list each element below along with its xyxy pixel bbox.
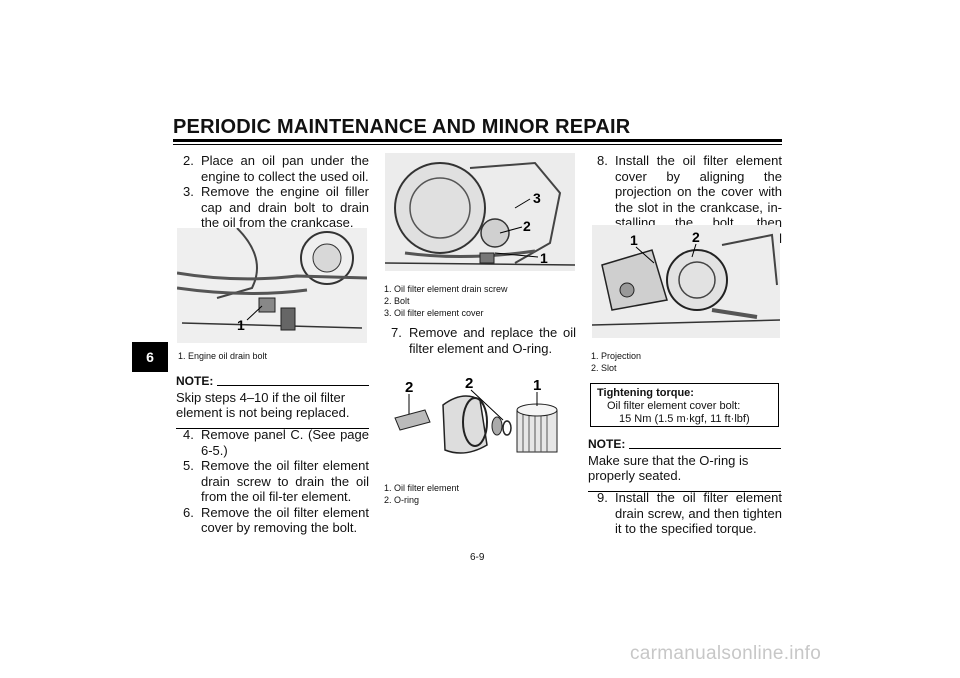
step-item: 7. Remove and replace the oil filter ele… xyxy=(381,325,576,356)
filter-cover-photo: 3 2 1 xyxy=(384,153,576,271)
filter-element-illustration: 2 2 1 xyxy=(394,375,558,454)
callout-1: 1 xyxy=(533,377,541,394)
step-number: 3. xyxy=(183,184,194,199)
callout-1: 1 xyxy=(630,232,638,248)
page-number: 6-9 xyxy=(470,552,485,563)
note-block: NOTE: Make sure that the O-ring is prope… xyxy=(588,437,781,492)
caption-item: 1. Projection xyxy=(591,351,642,361)
cover-projection-photo: 1 2 xyxy=(591,225,781,338)
step-item: 9. Install the oil filter element drain … xyxy=(587,490,782,537)
callout-2b: 2 xyxy=(465,375,473,392)
filter-cover-illustration: 3 2 1 xyxy=(384,153,576,271)
caption-item: 2. Slot xyxy=(591,363,617,373)
note-heading: NOTE: xyxy=(588,437,781,453)
caption-item: 3. Oil filter element cover xyxy=(384,308,484,318)
caption-item: 2. Bolt xyxy=(384,296,410,306)
title-rule xyxy=(173,139,782,142)
column-1-steps: 4. Remove panel C. (See page 6-5.) 5. Re… xyxy=(173,427,369,536)
step-7: 7. Remove and replace the oil filter ele… xyxy=(381,325,576,356)
torque-spec-box: Tightening torque: Oil filter element co… xyxy=(590,383,779,427)
step-text: Remove the oil filter element cover by r… xyxy=(201,504,369,536)
callout-1: 1 xyxy=(237,317,245,333)
step-number: 6. xyxy=(183,504,194,520)
caption-item: 1. Oil filter element xyxy=(384,483,460,493)
figure-caption: 1. Oil filter element 2. O-ring xyxy=(384,482,574,506)
torque-line-2: 15 Nm (1.5 m·kgf, 11 ft·lbf) xyxy=(619,413,750,425)
torque-title: Tightening torque: xyxy=(597,387,694,399)
engine-drain-bolt-photo: 1 xyxy=(176,227,368,343)
step-number: 7. xyxy=(391,325,402,340)
callout-3: 3 xyxy=(533,190,541,206)
step-text: Install the oil filter element drain scr… xyxy=(615,490,782,536)
step-text: Remove and replace the oil filter elemen… xyxy=(409,325,576,356)
step-number: 4. xyxy=(183,427,194,442)
callout-2: 2 xyxy=(405,379,413,396)
caption-item: 1. Engine oil drain bolt xyxy=(178,351,268,361)
step-6: 6. Remove the oil filter element cover b… xyxy=(173,505,369,536)
step-number: 5. xyxy=(183,458,194,473)
note-rule xyxy=(176,427,369,429)
cover-projection-illustration: 1 2 xyxy=(591,225,781,338)
note-label: NOTE: xyxy=(176,374,214,388)
note-text: Skip steps 4–10 if the oil filter elemen… xyxy=(176,389,350,421)
step-text: Remove the engine oil filler cap and dra… xyxy=(201,184,369,230)
callout-1: 1 xyxy=(540,250,548,266)
engine-drain-bolt-illustration: 1 xyxy=(176,227,368,343)
figure-caption: 1. Oil filter element drain screw 2. Bol… xyxy=(384,283,574,319)
note-block: NOTE: Skip steps 4–10 if the oil filter … xyxy=(176,374,369,429)
page-title: PERIODIC MAINTENANCE AND MINOR REPAIR xyxy=(173,116,631,138)
callout-2: 2 xyxy=(523,218,531,234)
note-text: Make sure that the O-ring is properly se… xyxy=(588,452,749,484)
torque-line-1: Oil filter element cover bolt: xyxy=(607,400,741,412)
filter-element-photo: 2 2 1 xyxy=(385,370,575,475)
watermark: carmanualsonline.info xyxy=(630,643,822,664)
caption-item: 1. Oil filter element drain screw xyxy=(384,284,508,294)
step-4: 4. Remove panel C. (See page 6-5.) xyxy=(173,427,369,458)
step-2: 2. Place an oil pan under the engine to … xyxy=(173,153,369,184)
figure-caption: 1. Engine oil drain bolt xyxy=(178,350,368,362)
step-number: 9. xyxy=(597,490,608,505)
note-heading: NOTE: xyxy=(176,374,369,390)
title-rule-thin xyxy=(173,144,782,145)
step-number: 2. xyxy=(183,153,194,168)
step-5: 5. Remove the oil filter element drain s… xyxy=(173,458,369,505)
step-text: Place an oil pan under the engine to col… xyxy=(201,153,369,184)
note-rule xyxy=(588,490,781,492)
callout-2: 2 xyxy=(692,229,700,245)
step-3: 3. Remove the engine oil filler cap and … xyxy=(173,184,369,231)
step-text: Remove panel C. (See page 6-5.) xyxy=(201,427,369,458)
chapter-tab: 6 xyxy=(132,342,168,372)
step-9: 9. Install the oil filter element drain … xyxy=(587,490,782,537)
step-text: Remove the oil filter element drain scre… xyxy=(201,458,369,504)
step-number: 8. xyxy=(597,153,608,168)
figure-caption: 1. Projection 2. Slot xyxy=(591,350,781,374)
note-label: NOTE: xyxy=(588,437,626,451)
column-1: 2. Place an oil pan under the engine to … xyxy=(173,153,369,231)
caption-item: 2. O-ring xyxy=(384,495,420,505)
